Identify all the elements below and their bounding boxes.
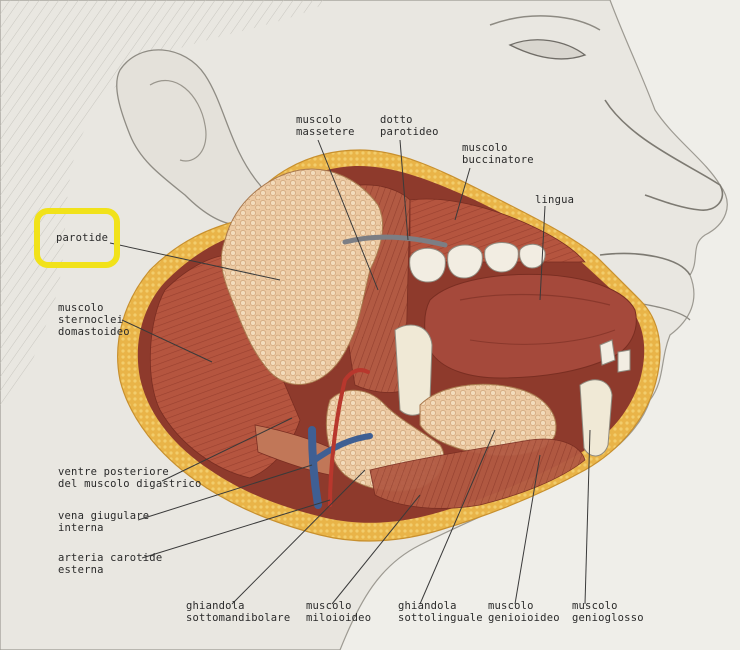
- label-muscolo-sternocleidomastoideo: muscolo sternoclei domastoideo: [58, 302, 130, 338]
- label-muscolo-genioioideo: muscolo genioioideo: [488, 600, 560, 624]
- label-ghiandola-sottolinguale: ghiandola sottolinguale: [398, 600, 483, 624]
- mandible-bone: [394, 324, 631, 457]
- parotid-gland: [220, 168, 384, 385]
- mylohyoid-muscle: [369, 438, 586, 509]
- internal-jugular-vein: [308, 426, 322, 509]
- label-muscolo-massetere: muscolo massetere: [296, 114, 355, 138]
- nose: [604, 99, 724, 211]
- label-muscolo-genioglosso: muscolo genioglosso: [572, 600, 644, 624]
- label-parotide: parotide: [56, 232, 109, 244]
- label-arteria-carotide-esterna: arteria carotide esterna: [58, 552, 163, 576]
- eye: [508, 39, 587, 60]
- label-dotto-parotideo: dotto parotideo: [380, 114, 439, 138]
- label-muscolo-buccinatore: muscolo buccinatore: [462, 142, 534, 166]
- label-ventre-posteriore-digastrico: ventre posteriore del muscolo digastrico: [58, 466, 202, 490]
- label-vena-giugulare-interna: vena giugulare interna: [58, 510, 150, 534]
- hair-area: [0, 0, 330, 410]
- upper-teeth: [409, 242, 546, 283]
- leader-lines: [109, 139, 591, 605]
- parotid-duct: [342, 234, 448, 248]
- parotide-highlight-box: [34, 208, 120, 268]
- label-ghiandola-sottomandibolare: ghiandola sottomandibolare: [186, 600, 291, 624]
- external-carotid-artery: [328, 368, 370, 507]
- label-muscolo-miloioideo: muscolo miloioideo: [306, 600, 372, 624]
- label-lingua: lingua: [535, 194, 575, 206]
- sublingual-gland: [419, 383, 557, 457]
